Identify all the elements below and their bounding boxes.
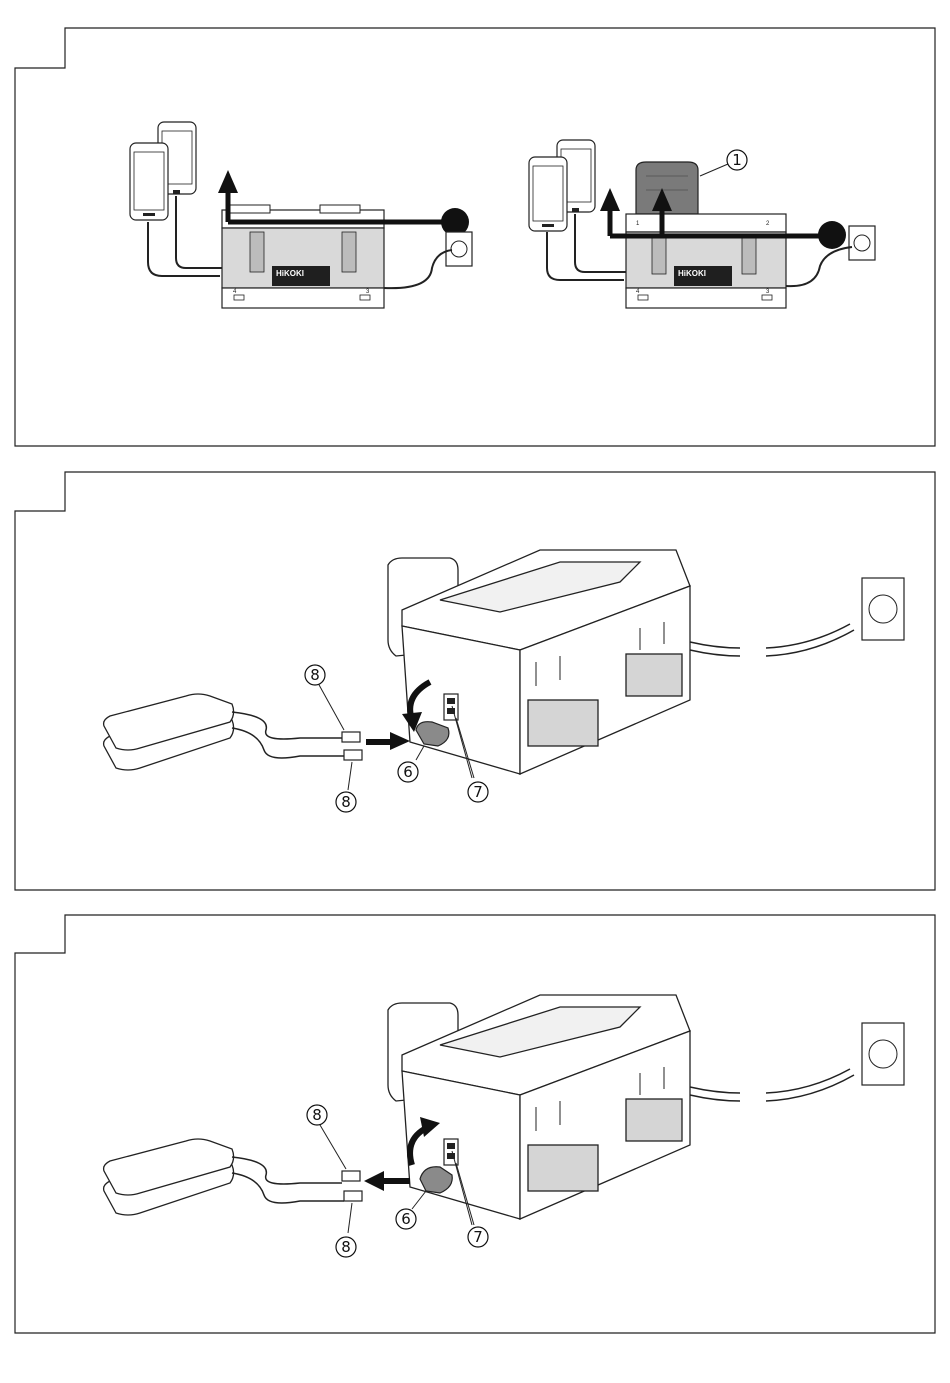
callout-6: 6 <box>396 1209 416 1229</box>
callout-number: 8 <box>341 793 351 811</box>
callout-8-top: 8 <box>305 665 325 685</box>
figure-1-panel: HiKOKI 4 3 1 <box>0 0 950 450</box>
remove-arrow <box>364 1171 410 1191</box>
brand-label: HiKOKI <box>276 269 304 278</box>
callout-number: 6 <box>403 763 413 781</box>
wall-outlet <box>862 1023 904 1085</box>
figure-2-drawing: 8 8 6 7 <box>0 450 950 895</box>
callout-6: 6 <box>398 762 418 782</box>
brand-label: HiKOKI <box>678 269 706 278</box>
insert-arrow <box>366 732 410 750</box>
callout-number: 8 <box>310 666 320 684</box>
tablets <box>104 1139 234 1215</box>
callout-number: 1 <box>732 151 742 169</box>
tablets <box>104 694 234 770</box>
callout-8-bottom: 8 <box>336 792 356 812</box>
phones-right <box>529 140 595 231</box>
power-cord <box>690 1069 854 1101</box>
power-cord <box>690 624 854 656</box>
power-source-dot <box>818 221 846 249</box>
callout-1: 1 <box>727 150 747 170</box>
usb-port-area <box>444 1139 458 1165</box>
callout-8-top: 8 <box>307 1105 327 1125</box>
callout-7: 7 <box>468 1227 488 1247</box>
phones-left <box>130 122 196 220</box>
figure-3-drawing: 8 8 6 7 <box>0 895 950 1340</box>
callout-number: 7 <box>473 1228 483 1246</box>
wall-outlet <box>862 578 904 640</box>
callout-number: 7 <box>473 783 483 801</box>
callout-number: 8 <box>341 1238 351 1256</box>
figure-1-drawing: HiKOKI 4 3 1 <box>0 0 950 450</box>
battery-pack <box>636 162 728 214</box>
figure-2-panel: 8 8 6 7 <box>0 450 950 895</box>
callout-number: 8 <box>312 1106 322 1124</box>
wall-outlet-left <box>384 232 472 288</box>
callout-number: 6 <box>401 1210 411 1228</box>
callout-8-bottom: 8 <box>336 1237 356 1257</box>
usb-plugs <box>342 732 362 760</box>
usb-port-area <box>444 694 458 720</box>
callout-7: 7 <box>468 782 488 802</box>
usb-cables <box>232 712 344 758</box>
usb-cables <box>232 1157 344 1203</box>
usb-plugs <box>342 1171 362 1201</box>
charger-right: HiKOKI 4 3 1 2 <box>626 214 786 308</box>
figure-3-panel: 8 8 6 7 <box>0 895 950 1340</box>
